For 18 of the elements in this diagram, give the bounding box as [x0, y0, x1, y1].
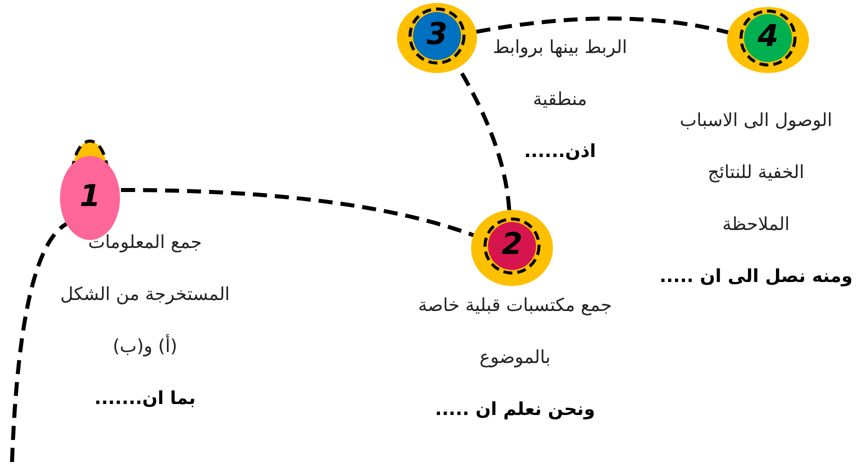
dashed-connector	[120, 188, 474, 238]
step-description: جمع مكتسبات قبلية خاصة بالموضوع	[417, 294, 613, 370]
step-number: 2	[502, 230, 522, 260]
conclusion-prompt: بما ان.......	[94, 387, 196, 411]
conclusion-prompt: ومنه نصل الى ان .....	[659, 265, 853, 289]
step-number: 1	[80, 182, 100, 212]
step-number: 3	[426, 20, 448, 50]
step-number: 4	[758, 22, 778, 52]
conclusion-prompt: اذن......	[524, 140, 596, 164]
step-description: جمع المعلومات المستخرجة من الشكل (أ) و(ب)	[59, 231, 231, 359]
dashed-connector	[10, 222, 68, 462]
dashed-connector	[476, 16, 729, 34]
conclusion-prompt: ونحن نعلم ان .....	[434, 398, 596, 422]
numbered-circle	[397, 3, 477, 73]
step-description: الوصول الى الاسباب الخفية للنتائج الملاحظة	[678, 109, 834, 237]
numbered-circle	[471, 210, 553, 286]
numbered-circle	[727, 7, 809, 73]
step-description: الربط بينها بروابط منطقية	[492, 36, 628, 112]
